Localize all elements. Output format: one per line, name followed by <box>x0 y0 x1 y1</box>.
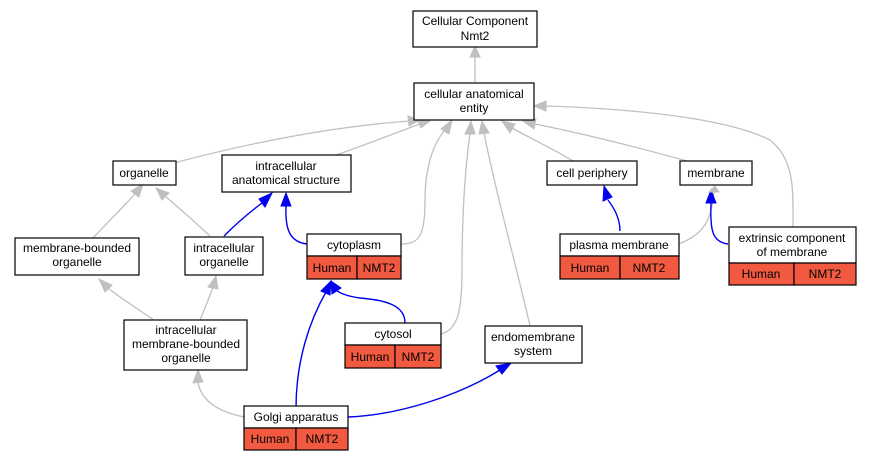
arrowhead <box>258 191 274 208</box>
edge-extrinsic-to-cae <box>544 105 794 228</box>
node-label: system <box>514 344 552 358</box>
edge-imbo-to-mbo <box>107 287 156 322</box>
species-label: Human <box>251 432 290 446</box>
edge-cytosol-to-cae <box>440 132 471 335</box>
annotation-row: Human NMT2 <box>559 255 680 280</box>
node-label: intracellular <box>193 241 254 255</box>
edge-io-to-organelle <box>164 195 211 237</box>
arrowhead <box>207 274 219 290</box>
node-label: membrane-bounded <box>132 337 240 351</box>
node-label: Nmt2 <box>461 29 490 43</box>
annotation-row: Human NMT2 <box>306 255 402 280</box>
arrowhead <box>130 182 144 198</box>
arrowhead <box>154 187 170 201</box>
node-label: organelle <box>199 255 249 269</box>
node-cellular-component-root[interactable]: Cellular Component Nmt2 <box>412 10 538 48</box>
gene-label: NMT2 <box>306 432 339 446</box>
node-intracellular-organelle[interactable]: intracellular organelle <box>184 236 264 276</box>
edge-extrinsic-to-membrane <box>710 202 729 245</box>
edge-golgi-to-cytoplasm <box>295 291 327 409</box>
node-label: cell periphery <box>556 166 627 180</box>
node-label: organelle <box>52 255 102 269</box>
node-intracellular-membrane-bounded-organelle[interactable]: intracellular membrane-bounded organelle <box>123 319 248 371</box>
arrowhead <box>532 100 547 112</box>
node-intracellular-anatomical-structure[interactable]: intracellular anatomical structure <box>221 154 352 193</box>
node-cell-periphery[interactable]: cell periphery <box>546 160 638 186</box>
gene-label: NMT2 <box>809 267 842 281</box>
node-cellular-anatomical-entity[interactable]: cellular anatomical entity <box>413 82 535 121</box>
node-organelle[interactable]: organelle <box>112 160 177 186</box>
node-label: intracellular <box>255 159 316 173</box>
node-label: anatomical structure <box>232 173 340 187</box>
edge-io-to-ias <box>223 202 263 237</box>
node-label: cytosol <box>374 327 411 341</box>
gene-label: NMT2 <box>633 261 666 275</box>
node-label: cellular anatomical <box>424 87 523 101</box>
node-golgi-apparatus[interactable]: Golgi apparatus Human NMT2 <box>243 405 349 451</box>
arrowhead <box>320 279 332 296</box>
edge-cytosol-to-cytoplasm <box>335 289 406 324</box>
edge-endomembrane-to-cae <box>483 132 531 327</box>
node-label: membrane <box>687 166 745 180</box>
node-label: organelle <box>161 351 211 365</box>
edge-ias-to-cae <box>335 123 421 156</box>
arrowhead <box>330 279 342 295</box>
edge-mbo-to-organelle <box>92 193 136 239</box>
edge-golgi-to-endomembrane <box>347 369 501 418</box>
species-label: Human <box>742 267 781 281</box>
annotation-row: Human NMT2 <box>344 344 442 369</box>
node-membrane[interactable]: membrane <box>679 160 753 186</box>
node-label: Cellular Component <box>422 14 529 28</box>
arrowhead <box>464 119 476 135</box>
node-plasma-membrane[interactable]: plasma membrane Human NMT2 <box>559 233 680 280</box>
edge-golgi-to-imbo <box>197 381 245 418</box>
node-cytoplasm[interactable]: cytoplasm Human NMT2 <box>306 233 402 280</box>
edge-imbo-to-io <box>199 286 214 321</box>
node-membrane-bounded-organelle[interactable]: membrane-bounded organelle <box>14 237 140 276</box>
is-a-edges <box>92 44 794 418</box>
node-label: plasma membrane <box>569 238 669 252</box>
edge-organelle-to-cae <box>169 120 411 165</box>
edge-cytoplasm-to-ias <box>285 205 308 245</box>
node-cytosol[interactable]: cytosol Human NMT2 <box>344 322 442 369</box>
edge-cytoplasm-to-cae <box>400 129 446 245</box>
node-label: intracellular <box>155 323 216 337</box>
node-endomembrane-system[interactable]: endomembrane system <box>484 325 583 364</box>
node-label: entity <box>460 101 489 115</box>
arrowhead <box>705 188 717 204</box>
arrowhead <box>280 191 292 207</box>
species-label: Human <box>313 261 352 275</box>
arrowhead <box>440 118 453 135</box>
arrowhead <box>478 119 490 135</box>
annotation-row: Human NMT2 <box>728 262 857 286</box>
gene-label: NMT2 <box>402 350 435 364</box>
edge-plasmamembrane-to-cellperiphery <box>607 199 621 232</box>
edge-membrane-to-cae <box>534 123 688 162</box>
arrowhead <box>500 120 516 134</box>
node-label: cytoplasm <box>327 238 381 252</box>
arrowhead <box>469 44 481 58</box>
annotation-row: Human NMT2 <box>243 427 349 451</box>
arrowhead <box>495 362 513 375</box>
arrowhead <box>97 277 113 293</box>
edge-cellperiphery-to-cae <box>511 127 574 162</box>
node-label: extrinsic component <box>739 231 846 245</box>
arrowhead <box>707 185 720 193</box>
species-label: Human <box>351 350 390 364</box>
node-label: endomembrane <box>491 330 575 344</box>
part-of-edges <box>223 184 729 418</box>
node-label: organelle <box>119 166 169 180</box>
arrowhead <box>192 368 204 384</box>
node-label: Golgi apparatus <box>254 410 339 424</box>
node-label: of membrane <box>757 245 828 259</box>
node-extrinsic-component-of-membrane[interactable]: extrinsic component of membrane Human NM… <box>728 226 857 286</box>
node-label: membrane-bounded <box>23 241 131 255</box>
arrowhead <box>602 184 613 202</box>
gene-label: NMT2 <box>363 261 396 275</box>
species-label: Human <box>571 261 610 275</box>
